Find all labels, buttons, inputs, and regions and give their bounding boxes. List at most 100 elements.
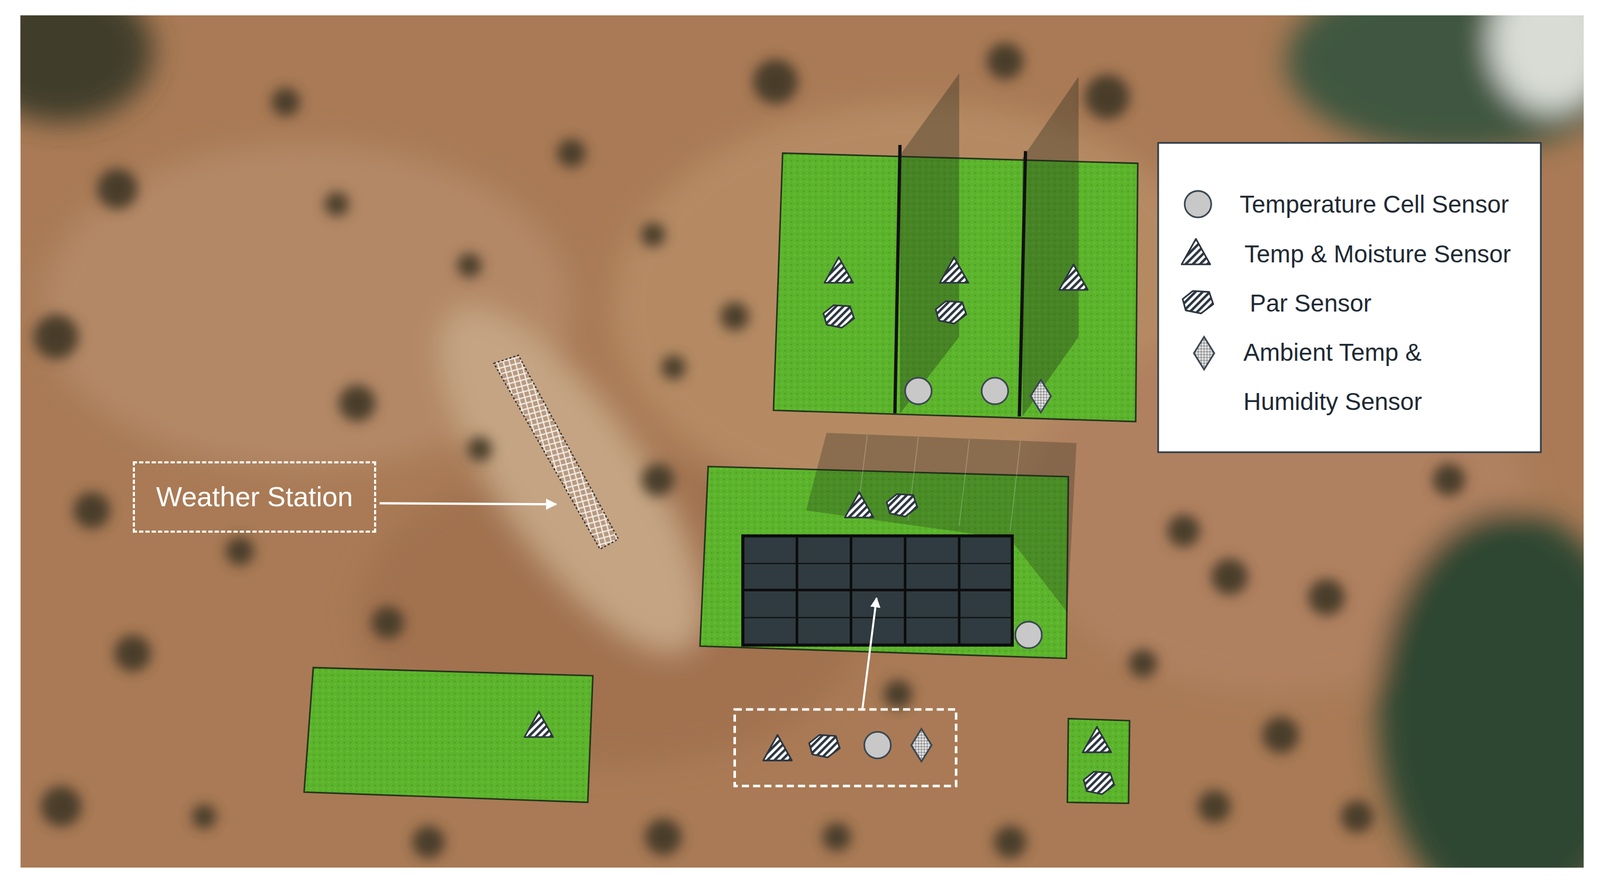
- illustration-part: [33, 314, 79, 360]
- illustration-part: [40, 786, 82, 827]
- illustration-part: [1022, 76, 1079, 417]
- illustration-part: [1285, 15, 1584, 154]
- illustration-part: [1181, 239, 1211, 265]
- illustration-part: [1489, 15, 1584, 113]
- illustration-part: [742, 535, 1013, 645]
- panel-sensor-group: [734, 598, 957, 787]
- illustration-part: [379, 503, 557, 505]
- plot-solar: [700, 432, 1077, 659]
- illustration-part: [493, 355, 618, 550]
- illustration-part: [939, 257, 969, 283]
- illustration-part: [1182, 291, 1214, 314]
- illustration-part: [935, 301, 967, 324]
- illustration-part: [1184, 191, 1212, 218]
- illustration-part: [1059, 264, 1088, 290]
- plot-small: [1067, 718, 1130, 804]
- illustration-part: [96, 168, 138, 209]
- illustration-part: [557, 138, 586, 168]
- legend-label: Temp & Moisture Sensor: [1244, 239, 1512, 269]
- illustration-part: [1082, 726, 1112, 753]
- leader-arrow: [379, 503, 557, 505]
- illustration-part: [763, 734, 793, 761]
- illustration-part: [742, 588, 1013, 592]
- illustration-part: [644, 819, 682, 856]
- illustration-part: [324, 192, 349, 217]
- illustration-part: [905, 377, 932, 405]
- plot-west: [304, 667, 594, 803]
- illustration-part: [1083, 771, 1115, 795]
- illustration-part: [822, 822, 851, 852]
- illustration-part: [1010, 441, 1021, 532]
- illustration-part: [986, 42, 1024, 80]
- illustration-part: [823, 305, 854, 328]
- callout-box: Weather Station: [132, 461, 377, 533]
- illustration-part: [900, 73, 960, 414]
- illustration-part: [1019, 151, 1026, 417]
- plot-north: [773, 73, 1139, 422]
- illustration-part: [734, 709, 957, 787]
- illustration-part: [73, 492, 111, 529]
- illustration-part: [640, 222, 666, 248]
- legend-label: Ambient Temp & Humidity Sensor: [1243, 328, 1482, 427]
- illustration-part: [114, 634, 151, 672]
- illustration-part: [894, 144, 900, 414]
- illustration-part: [742, 616, 1013, 618]
- illustration-part: [304, 667, 594, 803]
- illustration-part: [20, 15, 1585, 868]
- illustration-part: [1015, 621, 1042, 649]
- illustration-part: [1193, 337, 1215, 370]
- aerial-background: [20, 15, 1585, 868]
- legend-label: Par Sensor: [1249, 288, 1372, 318]
- illustration-part: [1167, 514, 1200, 548]
- illustration-part: [993, 825, 1027, 859]
- illustration-part: [1307, 578, 1345, 616]
- illustration-part: [1067, 718, 1130, 804]
- illustration-part: [742, 535, 1013, 645]
- illustration-part: [1377, 510, 1585, 868]
- legend-box: [1158, 142, 1541, 453]
- illustration-part: [1340, 800, 1374, 834]
- illustration-part: [225, 537, 254, 566]
- illustration-part: [457, 253, 482, 278]
- illustration-part: [844, 492, 874, 518]
- illustration-part: [981, 377, 1008, 405]
- illustration-part: [864, 732, 892, 759]
- illustration-part: [862, 598, 877, 711]
- illustration-part: [395, 271, 748, 688]
- illustration-part: [824, 257, 853, 283]
- illustration-part: [20, 15, 1585, 868]
- illustration-part: [1030, 379, 1052, 413]
- illustration-part: [720, 302, 750, 331]
- illustration-part: [959, 439, 970, 526]
- illustration-part: [857, 434, 1021, 531]
- illustration-part: [524, 711, 553, 738]
- illustration-part: [1262, 716, 1299, 754]
- illustration-part: [742, 562, 1013, 565]
- illustration-part: [661, 355, 686, 380]
- illustration-part: [1128, 649, 1158, 678]
- illustration-part: [371, 606, 405, 640]
- illustration-part: [1432, 463, 1466, 497]
- callout-label: Weather Station: [156, 481, 353, 514]
- illustration-part: [338, 384, 376, 422]
- illustration-part: [412, 825, 445, 859]
- illustration-part: [192, 804, 217, 830]
- illustration-part: [1084, 74, 1130, 120]
- illustration-part: [271, 87, 300, 117]
- illustration-part: [883, 679, 913, 709]
- illustration-part: [752, 59, 798, 105]
- weather-station-structure: [493, 355, 618, 550]
- illustration-part: [1158, 142, 1541, 453]
- illustration-part: [911, 729, 932, 762]
- illustration-part: [467, 437, 492, 462]
- legend-label: Temperature Cell Sensor: [1239, 189, 1509, 220]
- illustration-part: [886, 494, 918, 517]
- illustration-part: [641, 463, 675, 497]
- illustration-part: [808, 734, 840, 758]
- illustration-part: [1197, 790, 1231, 824]
- illustration-part: [20, 15, 154, 123]
- illustration-part: [1211, 558, 1248, 596]
